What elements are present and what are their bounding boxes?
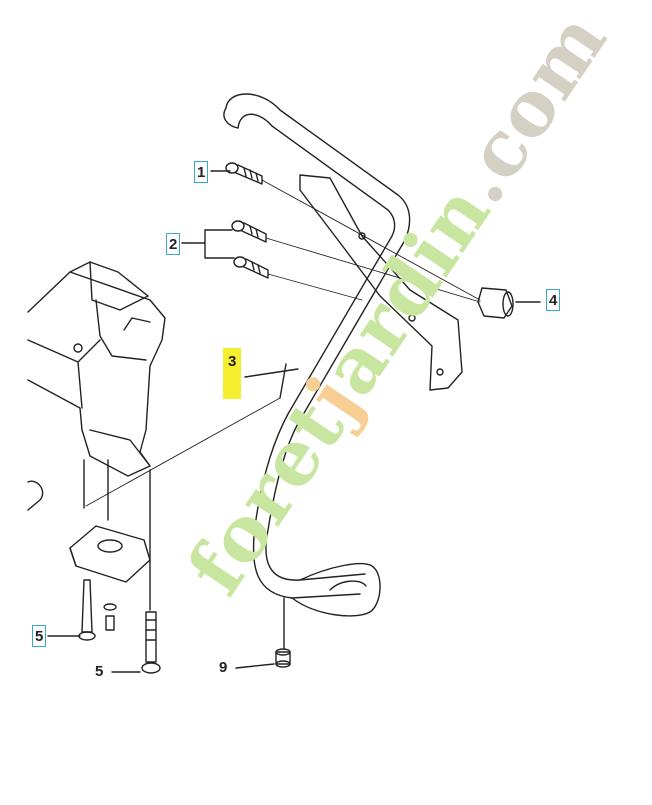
callout-3: 3 bbox=[223, 348, 242, 399]
screw-2-upper bbox=[231, 220, 267, 243]
leader-9 bbox=[235, 663, 275, 669]
handle-bracket bbox=[299, 174, 463, 391]
bolt-9 bbox=[275, 648, 291, 668]
bolt-5-right bbox=[141, 611, 161, 674]
callout-9: 9 bbox=[219, 659, 228, 676]
callout-4: 4 bbox=[546, 289, 561, 311]
leader-3 bbox=[244, 368, 299, 378]
screw-2-lower bbox=[233, 256, 269, 279]
callout-5-right: 5 bbox=[95, 663, 104, 680]
nut-4 bbox=[477, 287, 514, 319]
callout-2: 2 bbox=[166, 233, 181, 255]
callout-5-left: 5 bbox=[32, 625, 47, 647]
leader-2 bbox=[181, 229, 235, 259]
callout-1: 1 bbox=[194, 161, 209, 183]
rubber-mount bbox=[69, 525, 151, 583]
partial-base bbox=[27, 480, 44, 511]
saw-body-housing bbox=[27, 261, 166, 477]
handle-bar-part bbox=[223, 93, 411, 617]
screw-1 bbox=[225, 162, 263, 185]
bolt-5-left bbox=[78, 579, 117, 641]
